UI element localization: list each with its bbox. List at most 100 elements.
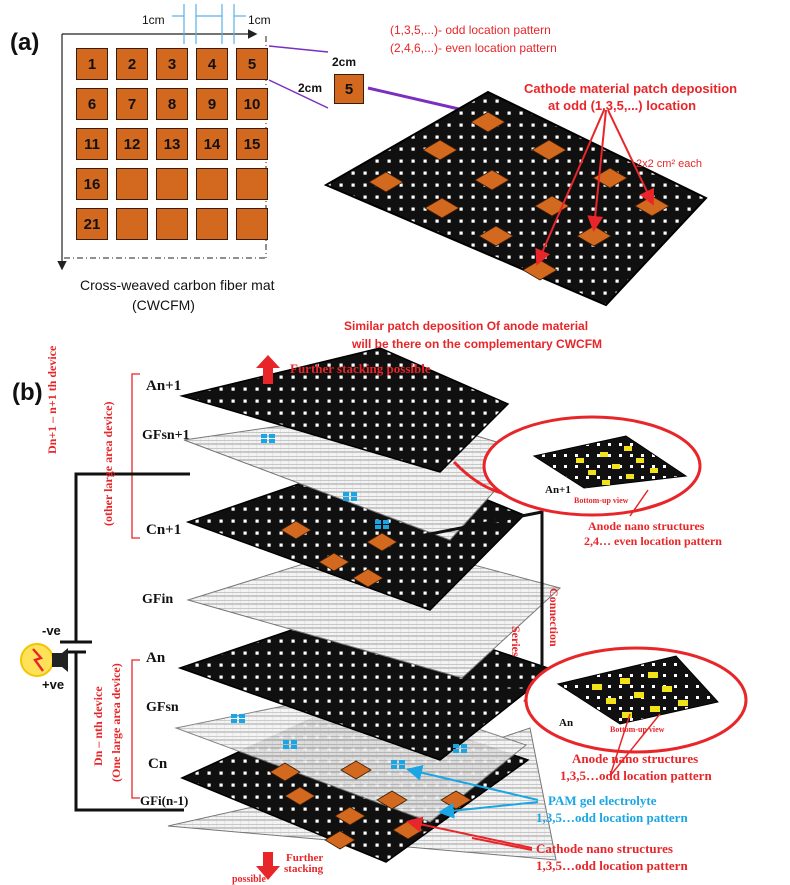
further-top-label: Further stacking possible	[290, 361, 431, 376]
anode-patch	[650, 468, 658, 473]
anode-patch	[620, 678, 630, 684]
even-pattern-label: (2,4,6,...)- even location pattern	[390, 41, 557, 55]
further-bottom-2: stacking	[284, 863, 324, 875]
series-label-1: Series	[509, 626, 523, 657]
device-top-label-2: (other large area device)	[101, 401, 115, 526]
electrolyte-patch	[291, 740, 297, 744]
mat-caption-2: (CWCFM)	[132, 297, 195, 313]
inset-bottom-patches	[592, 672, 688, 718]
electrolyte-patch	[453, 749, 459, 753]
device-bottom-label-1: Dn – nth device	[91, 686, 105, 766]
electrolyte-patch	[375, 525, 381, 529]
cathode-patch	[324, 830, 356, 850]
electrolyte-patch	[383, 520, 389, 524]
pam-label-1: PAM gel electrolyte	[548, 793, 657, 808]
electrolyte-patch	[391, 760, 397, 764]
grid-cell	[116, 208, 148, 240]
inset-top-layer-label: An+1	[545, 484, 571, 496]
layer-label-gfi-n-1: GFi(n-1)	[140, 793, 189, 808]
inset-bottom	[524, 646, 748, 754]
anode-patch	[636, 458, 644, 463]
further-bottom-1: Further	[286, 852, 324, 864]
electrolyte-patch	[461, 744, 467, 748]
grid-cell: 21	[76, 208, 108, 240]
cathode-patch	[269, 762, 301, 782]
further-bottom-3: possible	[232, 874, 266, 885]
layer-gfi-n	[186, 539, 562, 679]
grid-cell: 4	[196, 48, 228, 80]
grid-cell: 7	[116, 88, 148, 120]
anode-patch	[606, 698, 616, 704]
cathode-patch	[474, 169, 510, 191]
layer-label-a-n: An	[146, 650, 166, 666]
cathode-patch	[280, 520, 312, 540]
cathode-patch	[531, 139, 567, 161]
cathode-patch	[478, 225, 514, 247]
electrolyte-patch	[461, 749, 467, 753]
grid-cell: 1	[76, 48, 108, 80]
grid-cell	[236, 168, 268, 200]
layer-label-gfs-n: GFsn	[146, 700, 179, 715]
negative-terminal-label: -ve	[42, 623, 61, 638]
anode-patch	[612, 464, 620, 469]
cathode-nano-label-1: Cathode nano structures	[536, 841, 673, 856]
cathode-patch	[334, 806, 366, 826]
patch-height-label: 2cm	[298, 81, 323, 95]
series-circuit	[60, 472, 544, 812]
electrolyte-patch	[283, 745, 289, 749]
electrolyte-patch	[239, 719, 245, 723]
electrolyte-patch	[343, 497, 349, 501]
positive-terminal-label: +ve	[42, 677, 65, 692]
grid-cell: 2	[116, 48, 148, 80]
anode-note-2: will be there on the complementary CWCFM	[352, 337, 603, 351]
woven-mat-a	[323, 90, 708, 307]
cathode-patch	[284, 786, 316, 806]
patch-width-label: 2cm	[332, 55, 357, 69]
anode-top-label-1: Anode nano structures	[588, 519, 705, 533]
electrolyte-patch	[399, 760, 405, 764]
dim-right-label: 1cm	[248, 13, 271, 27]
patch-size-label: 2x2 cm² each	[636, 158, 703, 170]
grid-cell	[236, 208, 268, 240]
pam-label-2: 1,3,5…odd location pattern	[536, 810, 688, 825]
layer-label-a-n1: An+1	[146, 378, 182, 394]
grid-cell: 9	[196, 88, 228, 120]
cathode-patch	[376, 790, 408, 810]
inset-top-view-label: Bottom-up view	[574, 496, 629, 505]
grid-cell	[196, 168, 228, 200]
grid-cell: 8	[156, 88, 188, 120]
device-bottom-label-2: (One large area device)	[109, 663, 123, 782]
grid-cell	[156, 208, 188, 240]
electrolyte-patch	[269, 439, 275, 443]
battery-icon	[20, 643, 68, 677]
electrolyte-patch	[269, 434, 275, 438]
anode-patch	[592, 684, 602, 690]
layer-label-gfi-n: GFin	[142, 592, 174, 607]
anode-patch	[622, 712, 632, 718]
electrolyte-patch	[231, 719, 237, 723]
electrolyte-patch	[291, 745, 297, 749]
cathode-patch	[352, 568, 384, 588]
inset-top-patches	[576, 446, 658, 485]
patch-detail-cell: 5	[334, 74, 364, 104]
anode-patch	[602, 480, 610, 485]
electrolyte-patch	[261, 439, 267, 443]
grid-cell: 10	[236, 88, 268, 120]
panel-a-label: (a)	[10, 29, 40, 56]
layer-label-c-n1: Cn+1	[146, 522, 182, 538]
grid-cell: 11	[76, 128, 108, 160]
grid-cell: 13	[156, 128, 188, 160]
grid-cell: 14	[196, 128, 228, 160]
electrolyte-patch	[283, 740, 289, 744]
layer-label-gfs-n1: GFsn+1	[142, 428, 190, 443]
cathode-patch	[424, 197, 460, 219]
anode-patch	[588, 470, 596, 475]
anode-patch	[634, 692, 644, 698]
device-brackets	[131, 373, 140, 799]
grid-cell: 12	[116, 128, 148, 160]
anode-patch	[600, 452, 608, 457]
grid-cell: 3	[156, 48, 188, 80]
anode-patch	[662, 686, 672, 692]
anode-patch	[576, 458, 584, 463]
